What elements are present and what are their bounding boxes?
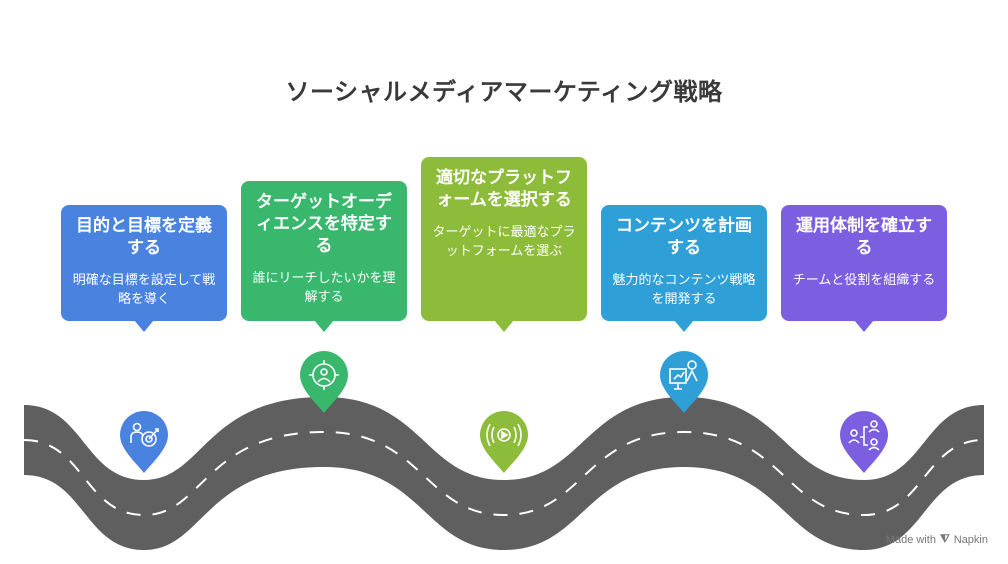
pin-1 [120, 411, 168, 473]
crosshair-person-icon [309, 360, 339, 390]
made-with-text: Made with [885, 533, 936, 546]
napkin-logo-icon: ⧨ [939, 533, 950, 545]
step-card-1: 目的と目標を定義する 明確な目標を設定して戦略を導く [61, 205, 227, 332]
org-chart-icon [848, 420, 880, 451]
step-title: ターゲットオーディエンスを特定する [256, 192, 392, 256]
step-card-5: 運用体制を確立する チームと役割を組織する [781, 205, 947, 332]
step-description: 明確な目標を設定して戦略を導く [72, 273, 216, 307]
step-card-3: 適切なプラットフォームを選択する ターゲットに最適なプラットフォームを選ぶ [421, 157, 587, 332]
brand-text: Napkin [953, 533, 988, 546]
step-title: 適切なプラットフォームを選択する [436, 168, 572, 210]
broadcast-icon [486, 423, 522, 447]
step-card-2: ターゲットオーディエンスを特定する 誰にリーチしたいかを理解する [241, 181, 407, 332]
road [24, 397, 984, 550]
pin-3 [480, 411, 528, 473]
step-card-4: コンテンツを計画する 魅力的なコンテンツ戦略を開発する [601, 205, 767, 332]
step-description: チームと役割を組織する [792, 273, 936, 288]
step-description: 誰にリーチしたいかを理解する [252, 271, 396, 305]
road-center-line [23, 430, 985, 517]
pin-5 [840, 411, 888, 473]
step-description: 魅力的なコンテンツ戦略を開発する [612, 273, 756, 307]
presentation-icon [669, 360, 698, 390]
page-title: ソーシャルメディアマーケティング戦略 [285, 78, 723, 106]
footer: Made with ⧨ Napkin [886, 533, 988, 546]
step-title: 運用体制を確立する [796, 216, 932, 258]
target-person-icon [130, 422, 159, 447]
pin-4 [660, 351, 708, 413]
pin-2 [300, 351, 348, 413]
step-description: ターゲットに最適なプラットフォームを選ぶ [432, 225, 576, 259]
step-title: コンテンツを計画する [616, 216, 752, 258]
step-title: 目的と目標を定義する [76, 216, 212, 258]
